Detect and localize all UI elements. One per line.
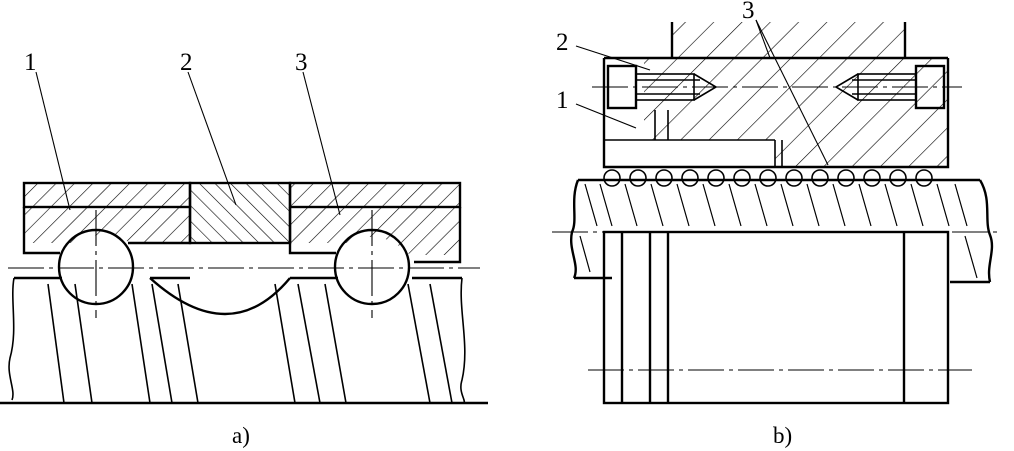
spacer-2-a	[188, 181, 292, 245]
callout-1-b: 1	[556, 87, 569, 114]
leader-3b-left	[755, 19, 771, 59]
callout-2-b: 2	[556, 29, 569, 56]
figure-a: 1 2 3 a)	[0, 49, 488, 448]
leader-3b-right	[755, 19, 829, 166]
leader-2-a	[187, 71, 237, 206]
cylinder-body-b	[602, 230, 950, 405]
leader-1-a	[35, 71, 71, 211]
nut-1-a	[22, 181, 192, 255]
leader-3-a	[302, 71, 341, 216]
screw-right-b	[834, 64, 946, 110]
caption-b: b)	[773, 423, 792, 448]
housing-b	[602, 22, 950, 169]
callout-3-a: 3	[295, 49, 308, 76]
leader-1-b	[575, 103, 637, 129]
leader-2-b	[575, 45, 651, 71]
callout-1-a: 1	[24, 49, 37, 76]
caption-a: a)	[232, 423, 250, 448]
balls-row-b	[603, 169, 933, 187]
callout-2-a: 2	[180, 49, 193, 76]
figure-b: 2 3 1 b)	[552, 0, 1000, 448]
nut-3-a	[288, 181, 462, 264]
callout-3-b: 3	[742, 0, 755, 24]
